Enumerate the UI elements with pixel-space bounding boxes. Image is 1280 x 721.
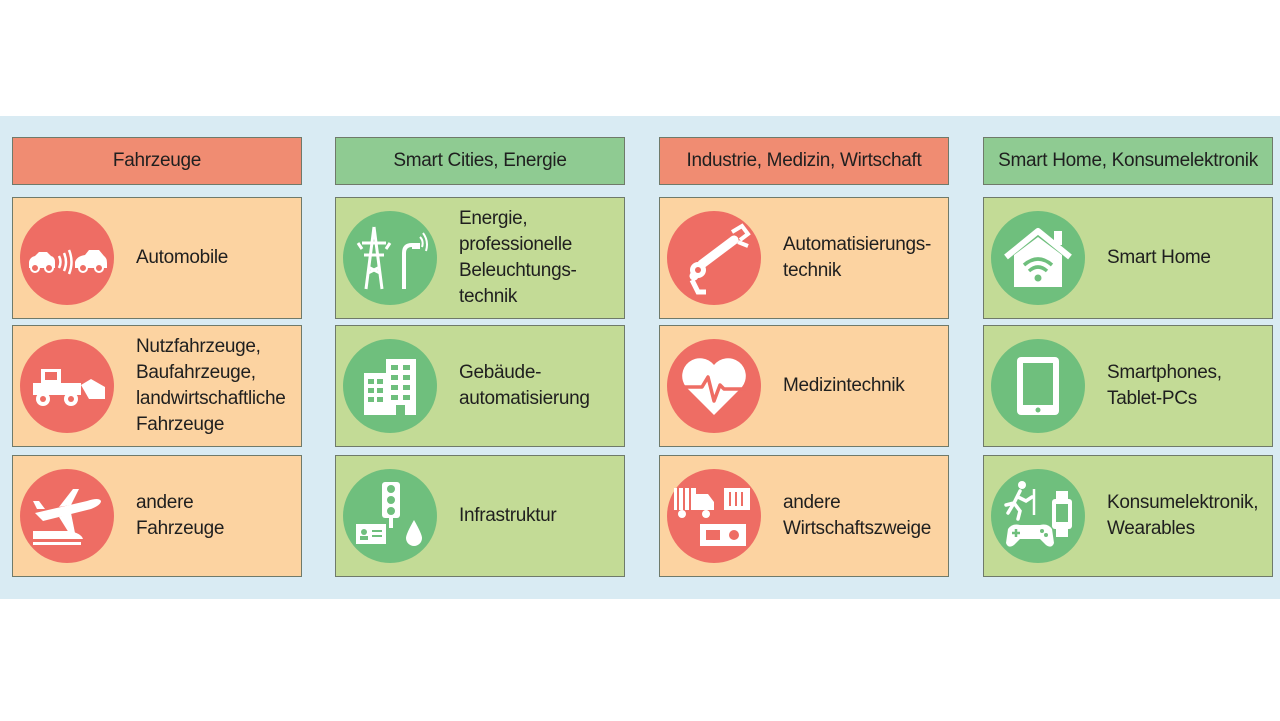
category-label: Medizintechnik: [783, 375, 905, 396]
category-card: Automatisierungs- technik: [659, 197, 949, 319]
category-label: Smart Home: [1107, 247, 1211, 268]
category-card: Nutzfahrzeuge, Baufahrzeuge, landwirtsch…: [12, 325, 302, 447]
category-card: andere Wirtschaftszweige: [659, 455, 949, 577]
plane-train-icon: [20, 469, 114, 563]
category-label: Konsumelektronik, Wearables: [1107, 492, 1259, 539]
column-smart-cities: Smart Cities, Energie Energie, professio…: [335, 137, 625, 577]
category-label: Automobile: [136, 247, 229, 268]
column-industrie: Industrie, Medizin, Wirtschaft Automatis…: [659, 137, 949, 577]
column-smart-home: Smart Home, Konsumelektronik Smart Home …: [983, 137, 1273, 577]
category-label: Nutzfahrzeuge, Baufahrzeuge, landwirtsch…: [136, 336, 286, 435]
car-signal-icon: [20, 211, 114, 305]
power-pylon-streetlight-icon: [343, 211, 437, 305]
category-card: Infrastruktur: [335, 455, 625, 577]
category-label: Energie, professionelle Beleuchtungs- te…: [459, 208, 577, 307]
category-label: Automatisierungs- technik: [783, 234, 932, 281]
tablet-icon: [991, 339, 1085, 433]
truck-machine-icon: [667, 469, 761, 563]
category-label: andere Wirtschaftszweige: [783, 492, 931, 539]
wheel-loader-icon: [20, 339, 114, 433]
column-header: Industrie, Medizin, Wirtschaft: [659, 137, 949, 185]
category-label: Smartphones, Tablet-PCs: [1107, 362, 1222, 409]
building-icon: [343, 339, 437, 433]
category-label: Gebäude- automatisierung: [459, 362, 590, 409]
smart-home-icon: [991, 211, 1085, 305]
category-card: Energie, professionelle Beleuchtungs- te…: [335, 197, 625, 319]
category-card: Konsumelektronik, Wearables: [983, 455, 1273, 577]
column-fahrzeuge: Fahrzeuge Automobile: [12, 137, 302, 577]
traffic-light-water-icon: [343, 469, 437, 563]
column-header: Fahrzeuge: [12, 137, 302, 185]
category-card: Gebäude- automatisierung: [335, 325, 625, 447]
category-card: Automobile: [12, 197, 302, 319]
category-label: andere Fahrzeuge: [136, 492, 225, 539]
column-header: Smart Home, Konsumelektronik: [983, 137, 1273, 185]
category-card: andere Fahrzeuge: [12, 455, 302, 577]
wearables-gamepad-icon: [991, 469, 1085, 563]
category-label: Infrastruktur: [459, 505, 557, 526]
robot-arm-icon: [667, 211, 761, 305]
category-card: Smart Home: [983, 197, 1273, 319]
category-card: Smartphones, Tablet-PCs: [983, 325, 1273, 447]
heart-pulse-icon: [667, 339, 761, 433]
column-header: Smart Cities, Energie: [335, 137, 625, 185]
category-card: Medizintechnik: [659, 325, 949, 447]
